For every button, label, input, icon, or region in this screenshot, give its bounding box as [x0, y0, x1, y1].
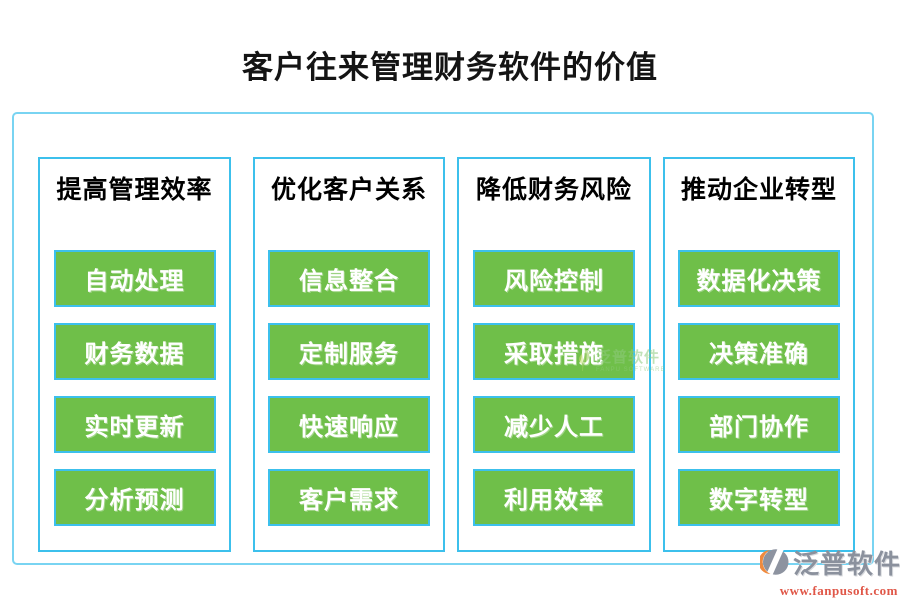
- value-item: 定制服务: [268, 323, 430, 380]
- column-reduce-financial-risk: 降低财务风险 风险控制 采取措施 减少人工 利用效率: [457, 157, 651, 552]
- button-stack: 数据化决策 决策准确 部门协作 数字转型: [665, 250, 853, 526]
- column-header: 优化客户关系: [270, 177, 427, 204]
- value-item: 减少人工: [473, 396, 635, 453]
- diagram-frame: 提高管理效率 自动处理 财务数据 实时更新 分析预测 优化客户关系 信息整合 定…: [12, 112, 874, 565]
- footer-brand-name: 泛普软件: [793, 549, 900, 579]
- value-item: 实时更新: [53, 396, 216, 453]
- footer-brand-row: 泛普软件: [758, 541, 900, 583]
- button-stack: 风险控制 采取措施 减少人工 利用效率: [459, 250, 649, 526]
- value-item: 信息整合: [268, 250, 430, 307]
- value-item: 数据化决策: [678, 250, 840, 307]
- value-item: 数字转型: [678, 469, 840, 526]
- footer-brand: 泛普软件 www.fanpusoft.com: [758, 541, 900, 599]
- value-item: 部门协作: [678, 396, 840, 453]
- footer-brand-url: www.fanpusoft.com: [779, 583, 898, 598]
- fanpu-logo-icon: [758, 541, 790, 583]
- value-item: 采取措施: [473, 323, 635, 380]
- button-stack: 自动处理 财务数据 实时更新 分析预测: [40, 250, 229, 526]
- button-stack: 信息整合 定制服务 快速响应 客户需求: [255, 250, 443, 526]
- column-optimize-customer-relations: 优化客户关系 信息整合 定制服务 快速响应 客户需求: [253, 157, 445, 552]
- value-item: 决策准确: [678, 323, 840, 380]
- value-item: 财务数据: [53, 323, 216, 380]
- column-header: 降低财务风险: [475, 177, 632, 204]
- page-title: 客户往来管理财务软件的价值: [242, 50, 658, 85]
- column-improve-efficiency: 提高管理效率 自动处理 财务数据 实时更新 分析预测: [38, 157, 231, 552]
- value-item: 客户需求: [268, 469, 430, 526]
- value-item: 利用效率: [473, 469, 635, 526]
- column-drive-enterprise-transformation: 推动企业转型 数据化决策 决策准确 部门协作 数字转型: [663, 157, 855, 552]
- value-item: 风险控制: [473, 250, 635, 307]
- value-item: 快速响应: [268, 396, 430, 453]
- column-header: 推动企业转型: [680, 177, 837, 204]
- column-header: 提高管理效率: [56, 177, 213, 204]
- value-item: 自动处理: [53, 250, 216, 307]
- value-item: 分析预测: [53, 469, 216, 526]
